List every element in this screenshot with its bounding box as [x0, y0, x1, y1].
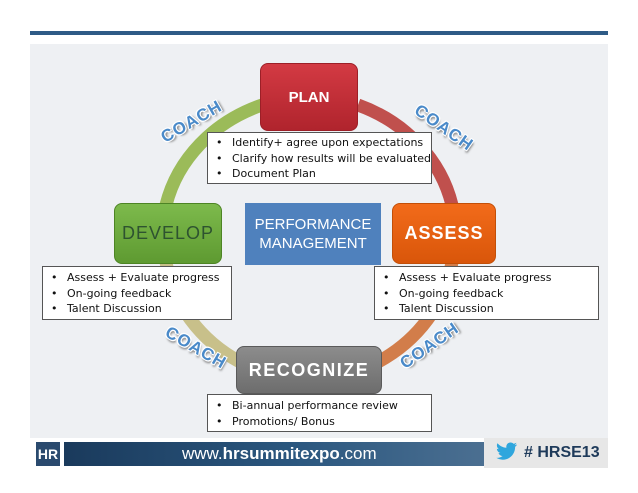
stage-assess-label: ASSESS [404, 223, 484, 243]
plan-point: Clarify how results will be evaluated [214, 151, 431, 167]
hr-logo: HR [36, 442, 60, 466]
develop-bullet-box: Assess + Evaluate progress On-going feed… [42, 266, 232, 320]
center-line-2: MANAGEMENT [259, 235, 367, 252]
develop-point: Talent Discussion [49, 301, 225, 317]
top-rule [30, 31, 608, 35]
url-prefix: www. [182, 444, 223, 463]
plan-bullet-box: Identify+ agree upon expectations Clarif… [207, 132, 432, 184]
recognize-point: Promotions/ Bonus [214, 414, 425, 430]
stage-plan: PLAN [260, 63, 358, 131]
stage-develop: DEVELOP [114, 203, 222, 264]
assess-point: Talent Discussion [381, 301, 592, 317]
develop-point: On-going feedback [49, 286, 225, 302]
plan-point: Identify+ agree upon expectations [214, 135, 425, 151]
stage-recognize-label: RECOGNIZE [248, 359, 370, 380]
assess-point: Assess + Evaluate progress [381, 270, 592, 286]
assess-point: On-going feedback [381, 286, 592, 302]
url-suffix: .com [339, 444, 377, 463]
recognize-point: Bi-annual performance review [214, 398, 425, 414]
stage-develop-label: DEVELOP [121, 223, 215, 243]
url-brand: hrsummitexpo [222, 444, 340, 463]
arc-develop-plan [159, 98, 265, 207]
twitter-bird-icon [496, 442, 518, 465]
hashtag: # HRSE13 [524, 444, 600, 461]
center-box: PERFORMANCE MANAGEMENT [245, 203, 381, 265]
recognize-bullet-box: Bi-annual performance review Promotions/… [207, 394, 432, 432]
site-url-banner[interactable]: www.hrsummitexpo.com [64, 442, 484, 466]
assess-bullet-box: Assess + Evaluate progress On-going feed… [374, 266, 599, 320]
develop-point: Assess + Evaluate progress [49, 270, 225, 286]
plan-point: Document Plan [214, 166, 425, 182]
stage-recognize: RECOGNIZE [236, 346, 382, 394]
twitter-strip: # HRSE13 [484, 438, 608, 468]
center-line-1: PERFORMANCE [254, 216, 372, 233]
stage-plan-label: PLAN [288, 88, 330, 106]
stage-assess: ASSESS [392, 203, 496, 264]
